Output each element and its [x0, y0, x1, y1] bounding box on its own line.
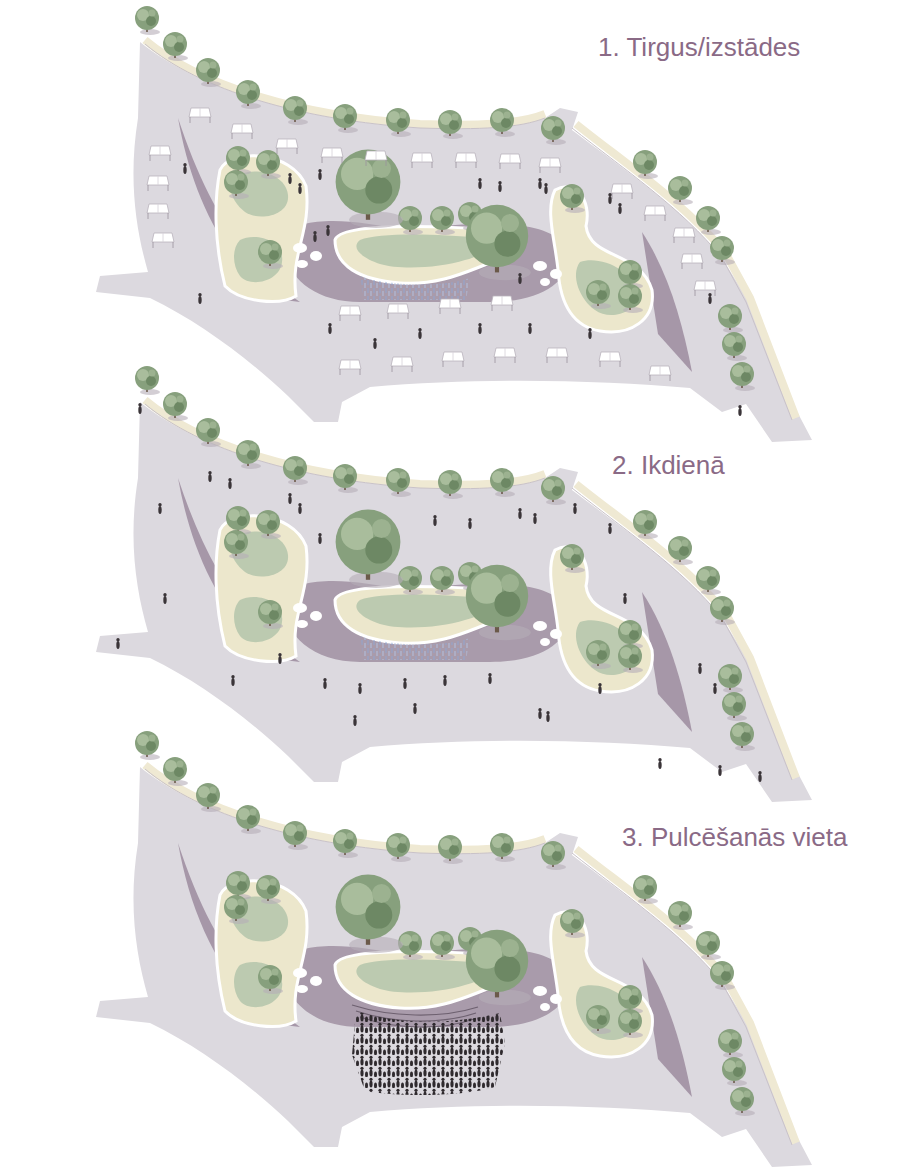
plan-market — [96, 6, 812, 442]
crowd — [352, 1011, 505, 1095]
market-tents — [147, 108, 716, 381]
plan-gathering — [96, 731, 812, 1167]
view-label: 2. Ikdienā — [612, 450, 725, 480]
view-label: 3. Pulcēšanās vieta — [622, 822, 847, 852]
plan-everyday — [96, 366, 812, 802]
people — [116, 403, 761, 782]
view-label: 1. Tirgus/izstādes — [598, 32, 800, 62]
people — [183, 163, 741, 416]
